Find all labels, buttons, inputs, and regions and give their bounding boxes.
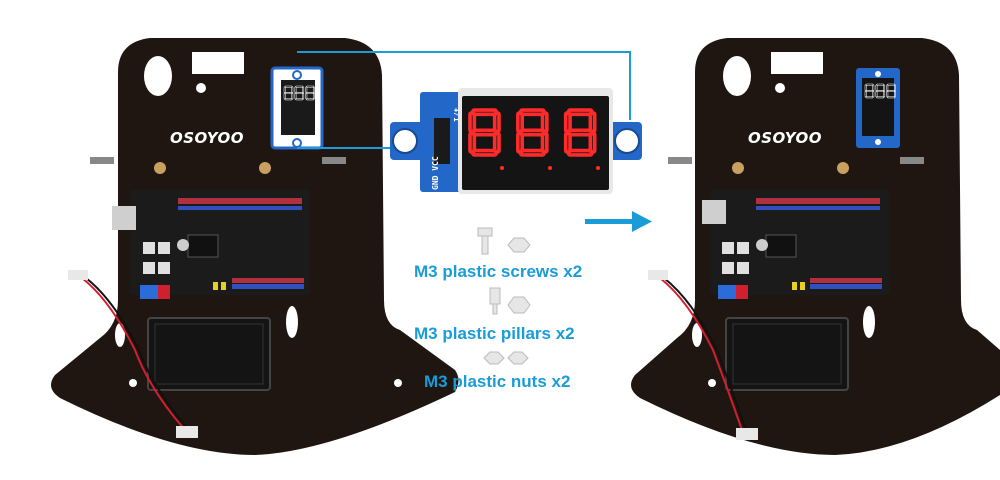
battery-holder xyxy=(725,317,849,391)
arrow-right-icon xyxy=(585,211,652,232)
pillar-icon xyxy=(489,287,501,305)
chassis-right: OSOYOO xyxy=(631,38,1000,455)
slot-hole xyxy=(115,323,125,347)
chassis-left: OSOYOO xyxy=(51,38,459,455)
wire-connector xyxy=(736,428,758,440)
pin-header xyxy=(434,118,450,164)
controller-board xyxy=(702,190,890,299)
screw-icon xyxy=(477,227,493,237)
nut-icon xyxy=(507,351,529,365)
slot-hole xyxy=(286,306,298,338)
slot-hole xyxy=(692,323,702,347)
chassis-brand-logo: OSOYOO xyxy=(170,129,244,147)
screw-icons xyxy=(477,227,531,255)
controller-board xyxy=(112,190,310,299)
axle-right xyxy=(322,157,346,164)
axle-left xyxy=(90,157,114,164)
label-nuts: M3 plastic nuts x2 xyxy=(424,372,571,391)
mount-hole xyxy=(775,83,785,93)
power-wire xyxy=(85,277,190,431)
screw-icon xyxy=(481,235,489,255)
axle-left xyxy=(668,157,692,164)
power-wire xyxy=(81,277,186,431)
wire-connector xyxy=(176,426,198,438)
chassis-brand-logo: OSOYOO xyxy=(748,129,822,147)
axle-right xyxy=(900,157,924,164)
pin-labels: GND VCC xyxy=(431,156,440,190)
standoff xyxy=(732,162,744,174)
power-wire xyxy=(663,277,747,431)
callout-lines xyxy=(297,51,631,149)
battery-holder xyxy=(147,317,271,391)
slot-hole xyxy=(863,306,875,338)
label-pillars: M3 plastic pillars x2 xyxy=(414,324,575,343)
standoff xyxy=(837,162,849,174)
mount-hole xyxy=(129,379,137,387)
label-screws: M3 plastic screws x2 xyxy=(414,262,583,281)
mount-hole xyxy=(144,56,172,96)
slot-hole xyxy=(771,52,823,74)
standoff xyxy=(259,162,271,174)
pillar-end-icon xyxy=(507,296,531,314)
mount-hole xyxy=(723,56,751,96)
installed-display-module xyxy=(856,68,900,148)
wire-connector xyxy=(648,270,668,280)
mount-hole xyxy=(394,379,402,387)
nut-top-icon xyxy=(507,237,531,253)
pillar-icon xyxy=(492,303,498,315)
nut-icon xyxy=(483,351,505,365)
wire-connector xyxy=(68,270,88,280)
mount-hole xyxy=(708,379,716,387)
display-module: GND VCC I/t xyxy=(390,88,642,194)
mounted-display-module xyxy=(270,66,324,150)
mount-hole xyxy=(196,83,206,93)
nut-icons xyxy=(483,351,529,365)
standoff xyxy=(154,162,166,174)
pillar-icons xyxy=(489,287,531,315)
slot-hole xyxy=(192,52,244,74)
power-wire xyxy=(659,277,743,431)
pin-code: I/t xyxy=(453,107,462,122)
